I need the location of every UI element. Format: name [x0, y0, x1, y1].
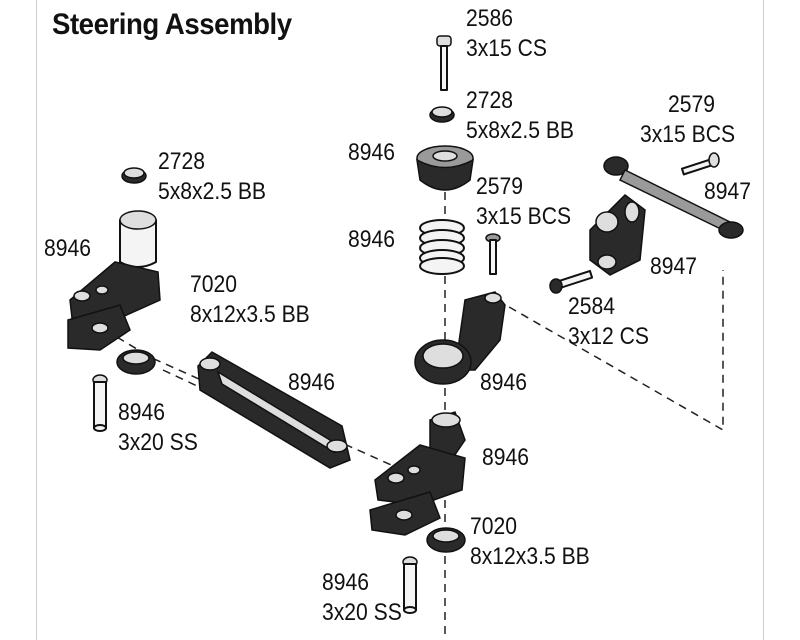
part-number: 7020 [190, 271, 237, 298]
bellcrank-8946-left [67, 210, 161, 351]
part-spec: 3x12 CS [568, 323, 650, 350]
part-number: 8946 [480, 369, 527, 396]
bearing-2728-left [121, 167, 147, 184]
part-number: 2579 [668, 91, 715, 118]
callout-8947-link: 8947 [704, 177, 751, 207]
part-number: 2586 [466, 5, 513, 32]
part-number: 8947 [704, 178, 751, 205]
part-number: 8946 [118, 399, 165, 426]
servo-saver-spring [419, 219, 465, 275]
frame-right-border [763, 0, 764, 640]
bearing-2728-top [429, 106, 455, 123]
part-number: 8946 [348, 139, 395, 166]
bellcrank-8946-right [369, 411, 466, 536]
part-spec: 3x20 SS [118, 429, 198, 456]
part-spec: 8x12x3.5 BB [190, 301, 310, 328]
callout-8946-drag-link: 8946 [288, 368, 335, 398]
shoulder-screw-left [92, 374, 108, 432]
part-number: 2579 [476, 173, 523, 200]
callout-2728-left: 2728 5x8x2.5 BB [158, 147, 266, 207]
part-number: 2728 [466, 87, 513, 114]
part-number: 8946 [44, 235, 91, 262]
part-spec: 3x15 BCS [476, 203, 572, 230]
callout-7020-left: 7020 8x12x3.5 BB [190, 270, 310, 330]
cap-screw-2586 [436, 35, 452, 91]
bearing-7020-right [426, 527, 466, 553]
part-number: 8946 [322, 569, 369, 596]
callout-8946-spring: 8946 [348, 225, 395, 255]
part-spec: 3x15 BCS [640, 121, 736, 148]
button-screw-2579-center [485, 233, 501, 275]
drag-link-8946 [197, 351, 351, 469]
callout-2728-top: 2728 5x8x2.5 BB [466, 86, 574, 146]
part-number: 8946 [348, 226, 395, 253]
callout-8946-right-bellcrank: 8946 [482, 443, 529, 473]
callout-8946-cap: 8946 [348, 138, 395, 168]
servo-saver-arm [414, 291, 506, 385]
callout-7020-right: 7020 8x12x3.5 BB [470, 512, 590, 572]
button-screw-2579-right [680, 152, 720, 176]
bearing-7020-left [116, 349, 156, 375]
cap-screw-2584 [549, 269, 594, 294]
part-spec: 8x12x3.5 BB [470, 543, 590, 570]
part-spec: 5x8x2.5 BB [158, 178, 267, 205]
drag-link-8947 [603, 156, 744, 239]
part-number: 8946 [482, 444, 529, 471]
callout-2579-right: 2579 [668, 90, 715, 120]
callout-8946-left-bellcrank: 8946 [44, 234, 91, 264]
part-number: 8946 [288, 369, 335, 396]
callout-2584: 2584 3x12 CS [568, 292, 649, 352]
callout-8946-left-screw: 8946 3x20 SS [118, 398, 198, 458]
callout-2579-center: 2579 3x15 BCS [476, 172, 571, 232]
callout-2586: 2586 3x15 CS [466, 4, 547, 64]
part-number: 2728 [158, 148, 205, 175]
bellcrank-8947 [589, 194, 646, 276]
part-number: 8947 [650, 253, 697, 280]
part-spec: 5x8x2.5 BB [466, 117, 575, 144]
part-number: 2584 [568, 293, 615, 320]
part-number: 7020 [470, 513, 517, 540]
page-title: Steering Assembly [52, 8, 292, 41]
frame-left-border [36, 0, 37, 640]
part-spec: 3x20 SS [322, 599, 402, 626]
callout-8946-arm: 8946 [480, 368, 527, 398]
shoulder-screw-right [402, 556, 418, 614]
callout-8947-bellcrank: 8947 [650, 252, 697, 282]
callout-8946-right-screw: 8946 3x20 SS [322, 568, 402, 628]
callout-2579-right-spec: 3x15 BCS [640, 120, 735, 150]
servo-saver-cap [416, 145, 474, 191]
part-spec: 3x15 CS [466, 35, 548, 62]
